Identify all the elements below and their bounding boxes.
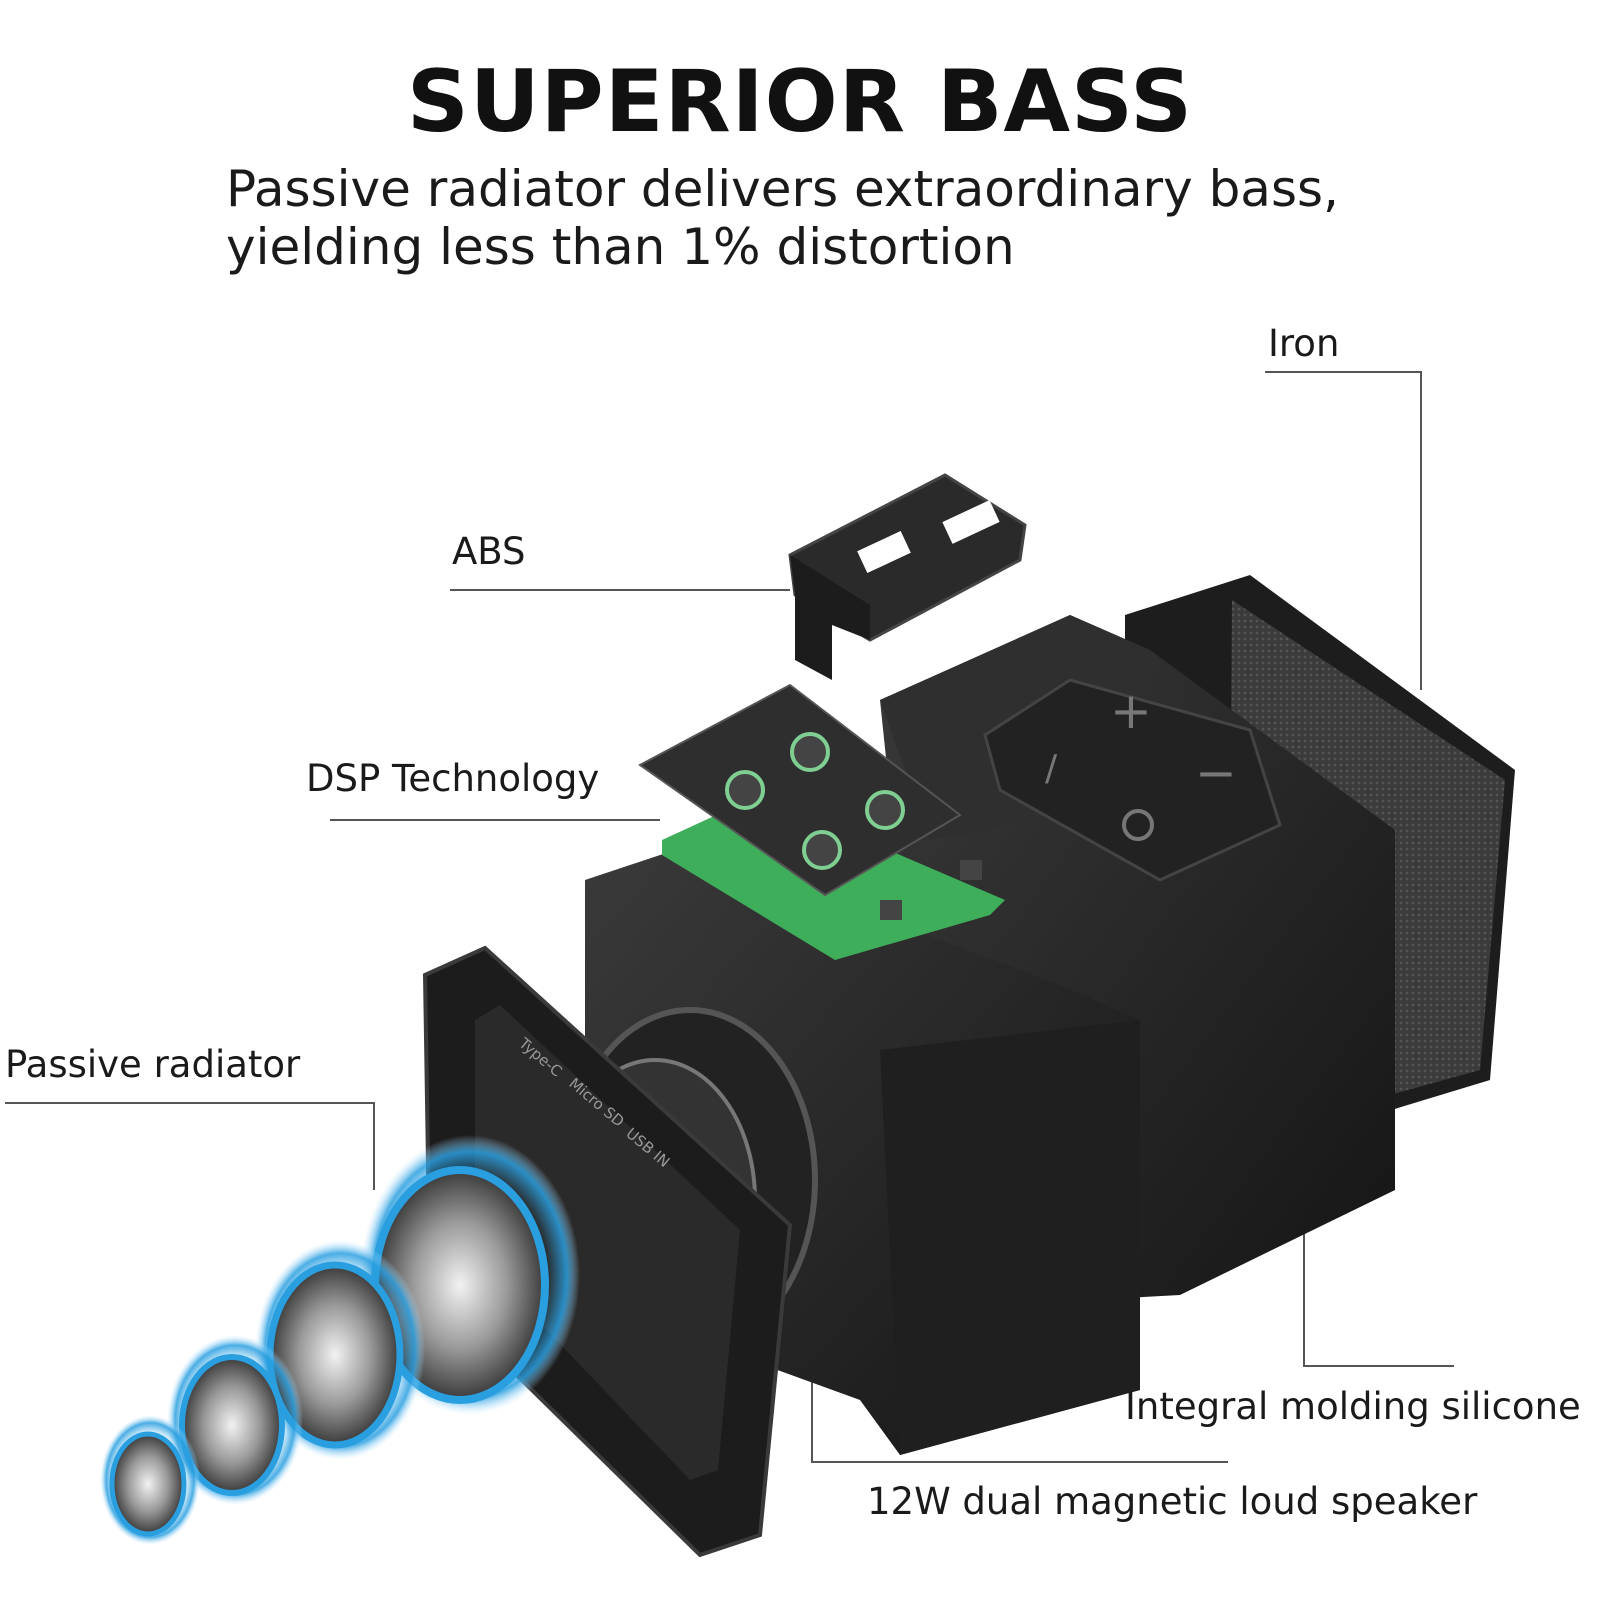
callout-iron: Iron — [1268, 322, 1340, 365]
iron-leader — [1265, 371, 1422, 690]
button-panel: + − / — [983, 678, 1282, 882]
passive-radiator-leader — [5, 1102, 375, 1190]
subtitle-line-1: Passive radiator delivers extraordinary … — [226, 160, 1339, 218]
callout-speaker: 12W dual magnetic loud speaker — [867, 1480, 1478, 1523]
page-title: SUPERIOR BASS — [406, 52, 1194, 152]
power-icon — [1122, 809, 1154, 841]
abs-bracket — [788, 473, 1027, 680]
bass-waves — [100, 1135, 580, 1545]
callout-dsp: DSP Technology — [306, 757, 600, 800]
bass-wave-disc-3 — [167, 1335, 303, 1505]
callout-lines — [5, 371, 1454, 1463]
subtitle-line-2: yielding less than 1% distortion — [226, 218, 1015, 276]
page-subtitle: Passive radiator delivers extraordinary … — [226, 160, 1526, 276]
front-frame: Type-C Micro SD USB IN — [422, 945, 793, 1558]
callout-passive-radiator: Passive radiator — [5, 1043, 301, 1086]
dsp-chip-1 — [725, 770, 765, 810]
silicone-leader — [1303, 1220, 1454, 1367]
minus-button: − — [1195, 744, 1237, 802]
bass-wave-disc-4 — [100, 1415, 200, 1545]
previous-icon: / — [1045, 748, 1058, 789]
callout-silicone: Integral molding silicone — [1125, 1385, 1581, 1428]
dsp-board — [638, 683, 962, 897]
plus-button: + — [1110, 682, 1152, 740]
callout-abs: ABS — [452, 530, 526, 573]
dsp-chip-3 — [865, 790, 905, 830]
dsp-chip-4 — [802, 830, 842, 870]
dsp-chip-2 — [790, 732, 830, 772]
